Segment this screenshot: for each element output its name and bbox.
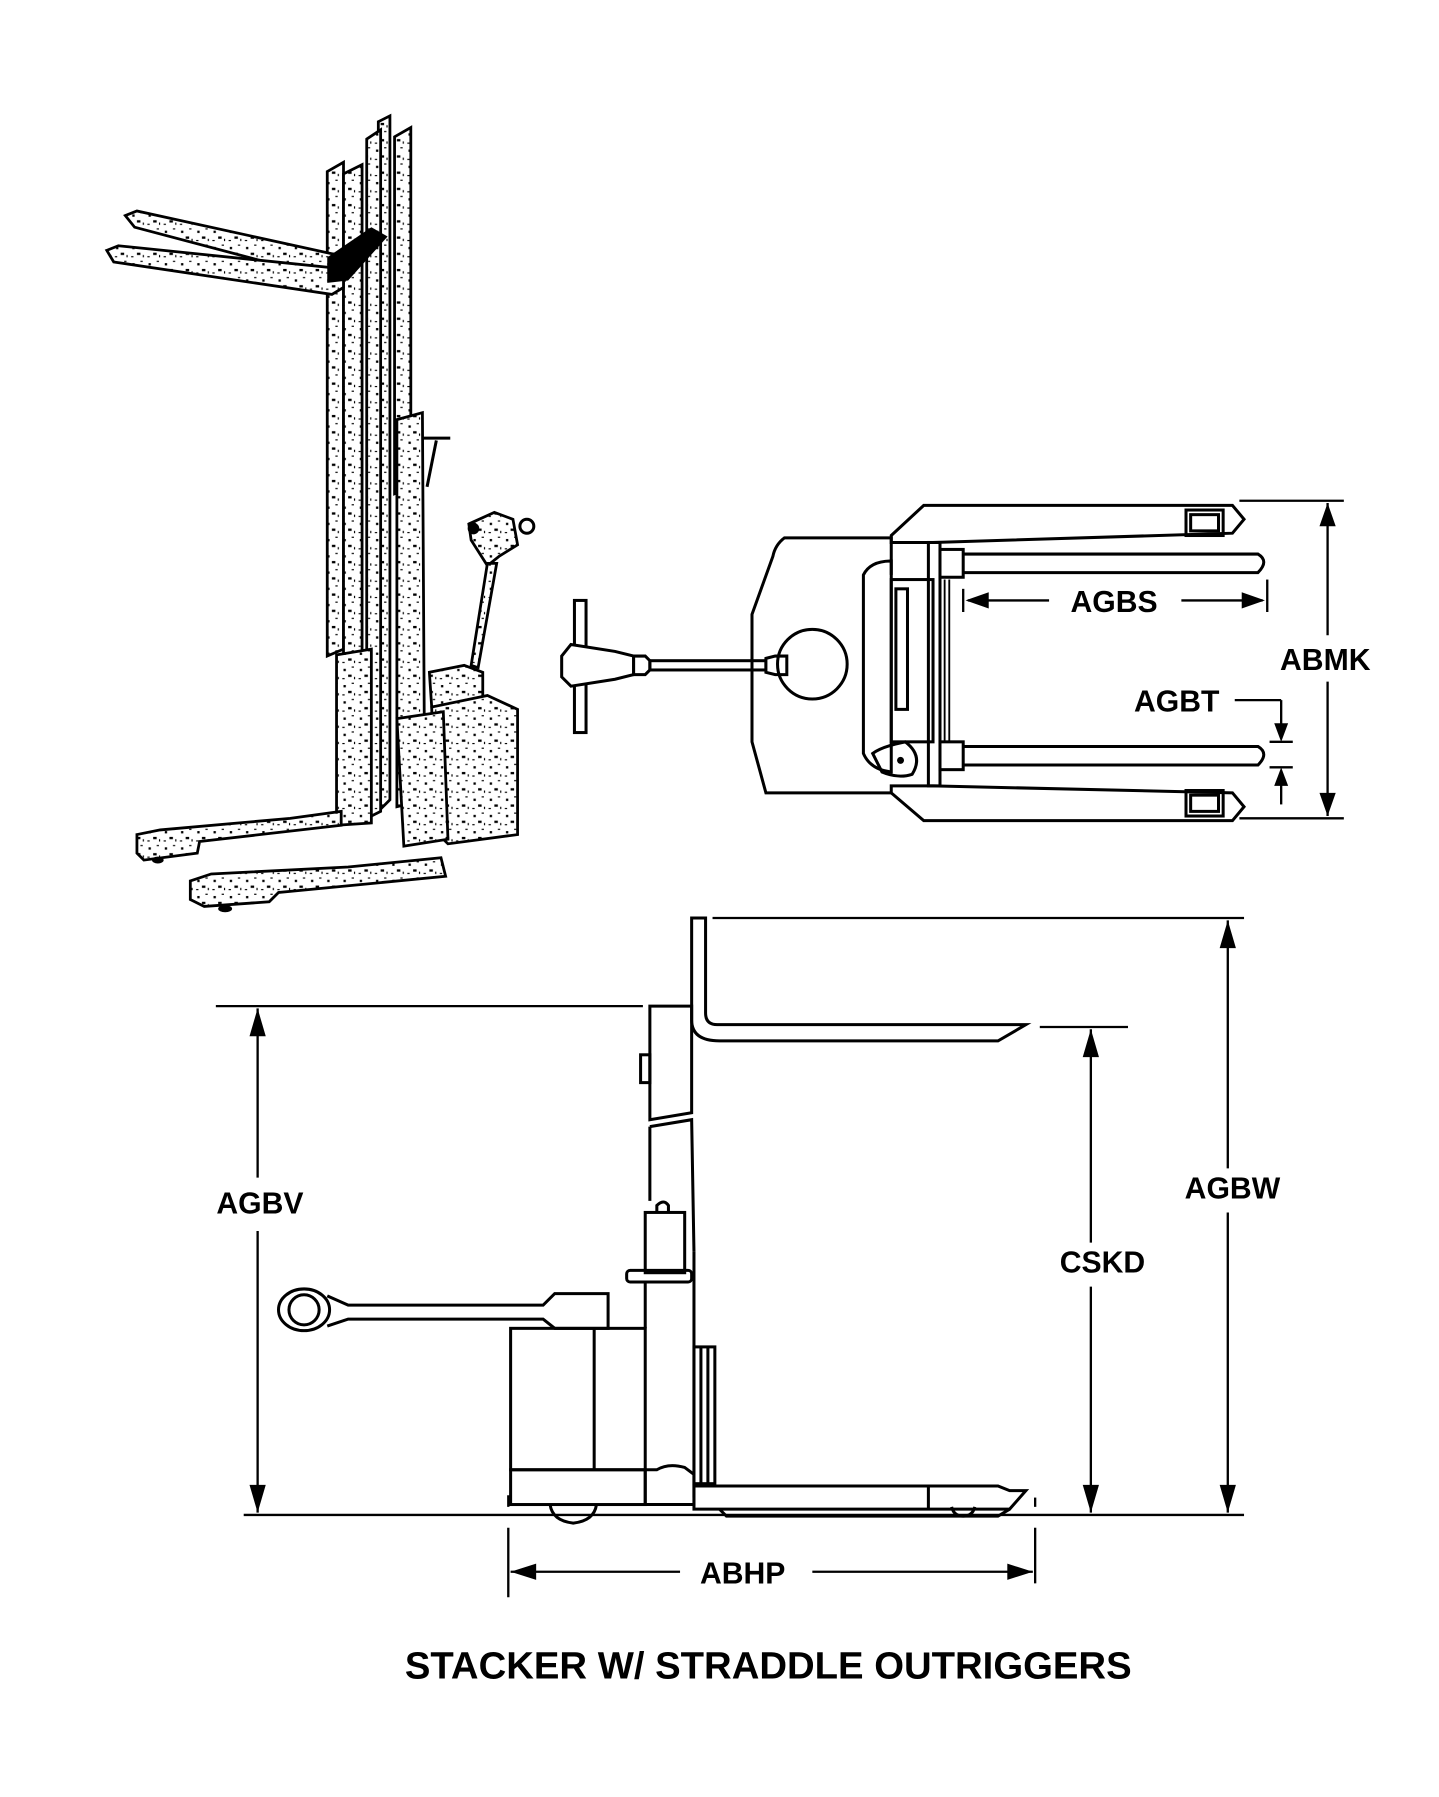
drive-unit — [395, 663, 519, 848]
mast — [325, 113, 451, 827]
agbw-dimension: AGBW — [1185, 920, 1281, 1513]
chassis-outline — [750, 536, 893, 795]
agbv-label: AGBV — [216, 1188, 303, 1221]
side-view: AGBV CSKD AGBW ABH — [215, 916, 1281, 1598]
battery-box — [509, 1326, 647, 1472]
agbs-dimension: AGBS — [962, 579, 1269, 619]
agbs-label: AGBS — [1070, 586, 1157, 619]
agbv-dimension: AGBV — [215, 1004, 643, 1513]
fork-right — [963, 744, 1266, 767]
drive-wheel — [548, 1504, 598, 1525]
fork-left — [963, 552, 1266, 575]
tiller-grip — [560, 642, 636, 688]
abhp-label: ABHP — [700, 1557, 785, 1590]
abmk-dimension: ABMK — [1239, 499, 1371, 820]
isometric-view — [104, 113, 536, 913]
agbw-label: AGBW — [1185, 1173, 1281, 1206]
agbt-dimension: AGBT — [1134, 686, 1293, 805]
base-frame — [509, 1468, 647, 1507]
side-outrigger — [692, 1484, 1030, 1511]
abmk-label: ABMK — [1280, 644, 1371, 677]
forks — [104, 209, 388, 296]
side-fork — [690, 916, 1032, 1043]
tiller-handle — [467, 510, 536, 670]
cskd-dimension: CSKD — [1039, 1025, 1145, 1513]
side-tiller — [277, 1287, 610, 1333]
top-view: AGBS ABMK AGBT — [560, 499, 1371, 823]
mast-upper — [648, 1004, 694, 1122]
load-wheel-right — [1184, 789, 1225, 818]
abhp-dimension: ABHP — [507, 1495, 1037, 1598]
agbt-label: AGBT — [1134, 686, 1220, 719]
tiller-pivot — [776, 627, 849, 701]
figure-title: STACKER W/ STRADDLE OUTRIGGERS — [405, 1644, 1132, 1687]
outriggers — [135, 809, 448, 913]
lift-cylinder — [643, 1210, 687, 1275]
load-wheel-left — [1184, 508, 1225, 538]
cskd-label: CSKD — [1060, 1247, 1145, 1280]
